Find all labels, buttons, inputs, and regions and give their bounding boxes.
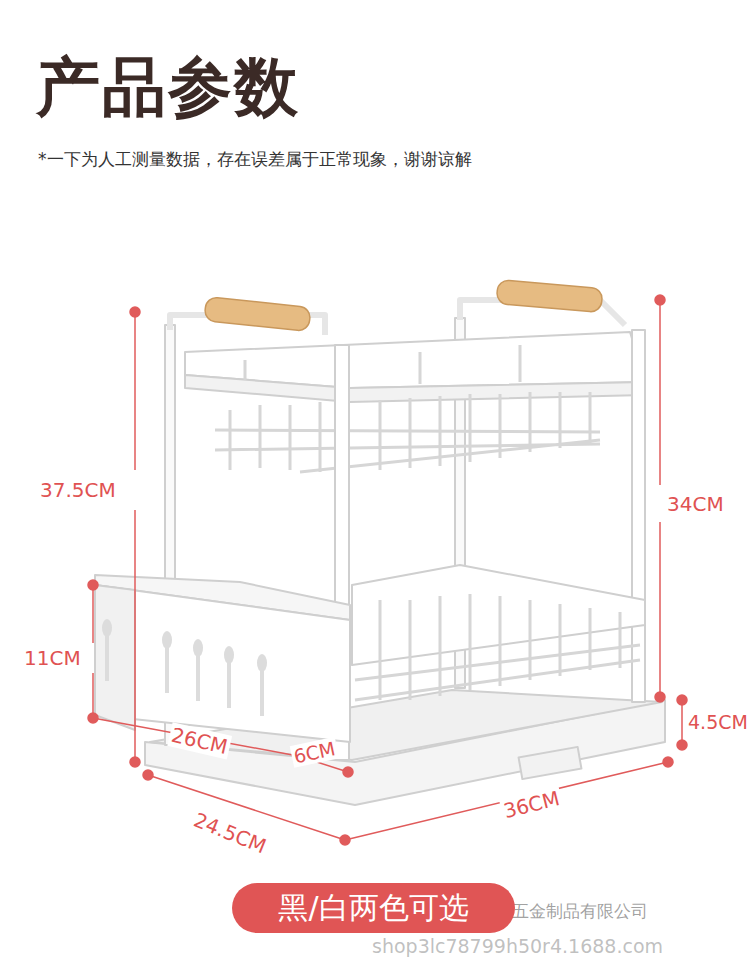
page-title: 产品参数 xyxy=(36,44,300,131)
dimension-label: 11CM xyxy=(24,646,81,670)
dimension-label: 24.5CM xyxy=(189,807,272,859)
measurement-note: *一下为人工测量数据，存在误差属于正常现象，谢谢谅解 xyxy=(38,148,472,171)
dimension-label: 4.5CM xyxy=(688,711,748,733)
watermark: shop3lc78799h50r4.1688.com xyxy=(372,935,663,957)
dimension-label: 36CM xyxy=(499,786,564,824)
option-text: 黑/白两色可选 xyxy=(278,888,468,929)
dimension-label: 37.5CM xyxy=(40,478,116,502)
option-pill: 黑/白两色可选 xyxy=(232,883,515,933)
dimension-label: 34CM xyxy=(667,492,724,516)
